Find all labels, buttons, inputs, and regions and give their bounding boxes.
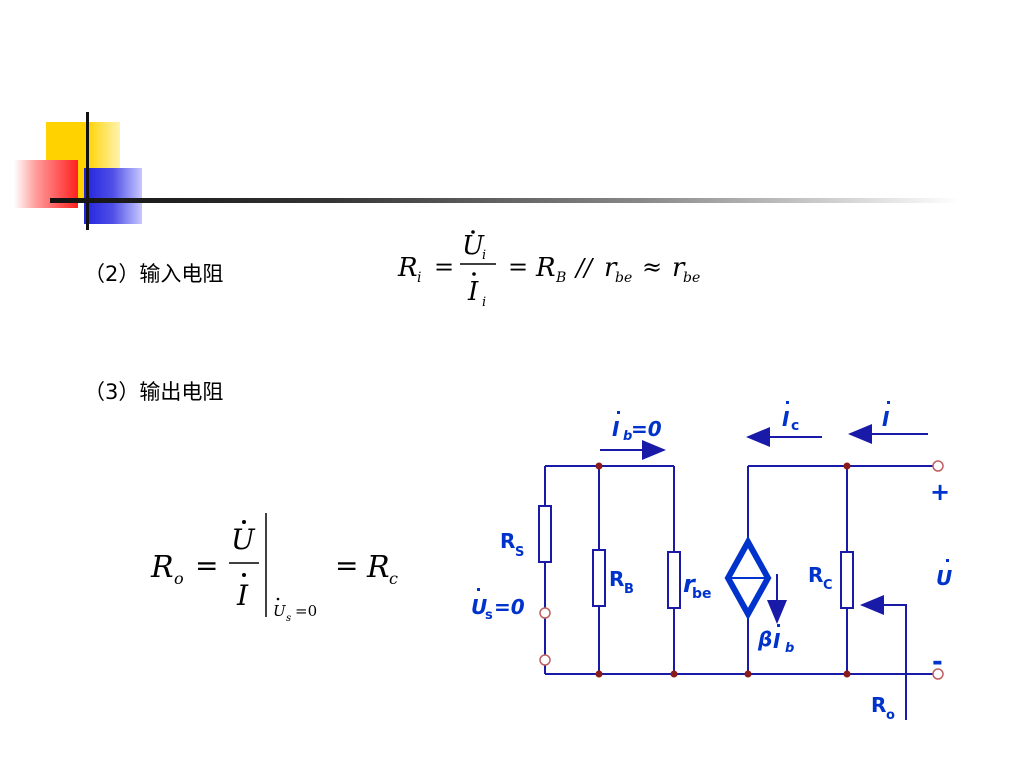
ro-eq-1: = [195,549,218,582]
decor-vertical-line [86,112,89,230]
label-rc: R [808,563,823,587]
ro-lhs-sub: o [174,569,184,588]
ro-rc: R [366,550,390,585]
terminal-us-bottom [539,654,551,666]
ro-dot-u [242,520,246,524]
label-rs: R [500,529,515,553]
section-input-resistance: （2）输入电阻 [84,262,224,286]
label-rbe-sub: be [692,586,712,602]
label-ib: I [612,417,620,441]
ro-frac-num: U [231,523,256,556]
formula-rbe-sub: be [615,270,632,286]
node-bot-rbe [670,670,678,678]
formula-rb: R [535,253,556,283]
label-us-val: =0 [494,595,525,619]
decor-horizontal-rule [50,198,960,203]
terminal-output-plus [932,460,944,472]
dot-ic [786,401,789,404]
ro-rc-sub: c [389,569,398,588]
frac-den-sub: i [482,295,486,310]
resistor-rb [592,549,606,607]
label-rc-sub: C [823,578,833,593]
dot-ib [617,411,620,414]
ro-cond-val: =0 [295,602,317,620]
label-beta-i: I [773,629,781,653]
label-ro: R [871,693,886,717]
section-output-resistance: （3）输出电阻 [84,380,224,404]
dot-i [887,401,890,404]
label-minus: - [932,647,943,677]
label-rb: R [609,567,624,591]
label-rbe: r [683,570,697,598]
label-ib-val: =0 [631,417,662,441]
dot-over-i [472,272,476,276]
resistor-rbe [667,551,681,609]
node-bot-rc [843,670,851,678]
label-ro-sub: o [886,708,895,723]
ro-cond-sub: s [286,613,291,624]
label-ic: I [782,407,790,431]
node-top-rb [595,462,603,470]
arrow-ro [860,595,907,720]
formula-rbe2: r [672,253,686,283]
terminal-output-minus [932,668,944,680]
ro-frac-den: I [236,579,249,612]
dot-us [477,588,480,591]
ro-cond-var: U [273,602,287,620]
label-ib-sub: b [623,429,632,444]
formula-eq-1: = [434,253,454,281]
ro-lhs-r: R [150,550,174,585]
formula-input-resistance: R i = U i I i = R B // r be ≈ r be [397,230,700,310]
formula-output-resistance: R o = U I U s =0 = R c [150,513,398,624]
label-rs-sub: S [515,545,524,560]
dot-beta-ib [777,624,780,627]
label-u: U [936,566,952,590]
label-ic-sub: c [791,418,799,434]
frac-num: U [462,231,485,261]
dependent-source-diamond [724,535,772,621]
formula-parallel: // [574,254,595,282]
label-rb-sub: B [624,582,634,597]
ro-cond-dot [276,597,280,601]
formula-lhs-r: R [397,253,418,283]
node-top-rc [843,462,851,470]
formula-rbe2-sub: be [683,270,700,286]
frac-den: I [467,277,479,307]
formula-lhs-sub: i [417,270,421,286]
node-bot-rb [595,670,603,678]
ro-dot-i [242,573,246,577]
formula-rb-sub: B [555,270,566,286]
dot-over-u [471,230,475,234]
frac-num-sub: i [482,248,486,263]
node-bot-source [744,670,752,678]
label-us-sub: s [485,608,493,623]
formula-approx: ≈ [642,253,662,281]
label-beta-sub: b [785,641,794,656]
label-i: I [882,407,890,431]
terminal-us-top [539,607,551,619]
ro-eq-2: = [335,549,358,582]
label-beta: β [757,627,772,651]
decor-blue-square [84,168,142,224]
label-plus: + [930,478,950,506]
resistor-rs [538,505,552,563]
dot-u [946,559,949,562]
label-us: U [471,595,487,619]
resistor-rc [840,551,854,609]
formula-rbe: r [604,253,618,283]
formula-eq-2: = [508,253,528,281]
